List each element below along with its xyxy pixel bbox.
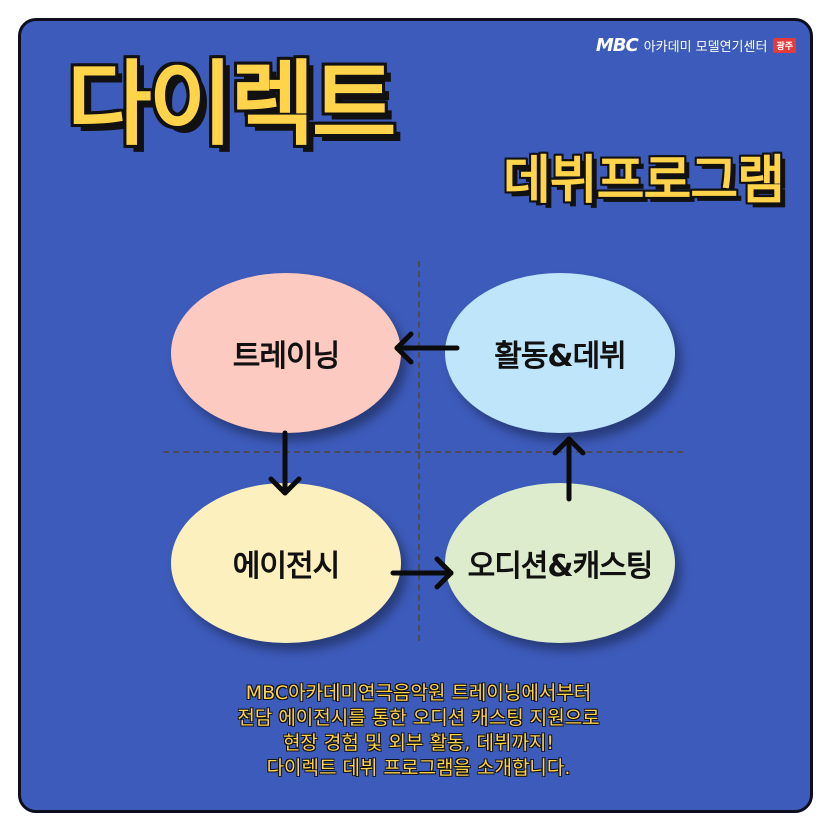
arrow-agency-to-audition: [390, 556, 454, 590]
node-training-label: 트레이닝: [232, 339, 340, 374]
title-sub: 데뷔프로그램: [502, 151, 785, 211]
description-line: 다이렉트 데뷔 프로그램을 소개합니다.: [266, 757, 571, 779]
node-agency: 에이전시: [171, 483, 401, 643]
node-debut: 활동&데뷔: [445, 273, 675, 433]
description: MBC아카데미연극음악원 트레이닝에서부터 전담 에이전시를 통한 오디션 캐스…: [21, 681, 810, 781]
divider-horizontal: [163, 451, 683, 453]
brand-header: MBC 아카데미 모델연기센터 광주: [596, 35, 796, 56]
arrow-training-to-agency: [268, 430, 302, 496]
node-agency-label: 에이전시: [232, 549, 340, 584]
poster-card: MBC 아카데미 모델연기센터 광주 다이렉트 데뷔프로그램 트레이닝 활동&데…: [18, 18, 813, 813]
flow-arrows: [268, 331, 586, 590]
mbc-logo: MBC: [595, 35, 639, 56]
description-line: 전담 에이전시를 통한 오디션 캐스팅 지원으로: [237, 707, 600, 729]
title-main: 다이렉트: [67, 51, 397, 158]
description-line: MBC아카데미연극음악원 트레이닝에서부터: [245, 682, 592, 704]
arrow-debut-to-training: [394, 331, 460, 365]
location-badge: 광주: [773, 38, 796, 53]
node-audition-label: 오디션&캐스팅: [467, 549, 654, 584]
node-debut-label: 활동&데뷔: [494, 339, 627, 374]
node-audition: 오디션&캐스팅: [445, 483, 675, 643]
node-training: 트레이닝: [171, 273, 401, 433]
brand-name: 아카데미 모델연기센터: [643, 40, 768, 55]
description-line: 현장 경험 및 외부 활동, 데뷔까지!: [282, 732, 555, 754]
arrow-audition-to-debut: [552, 436, 586, 502]
